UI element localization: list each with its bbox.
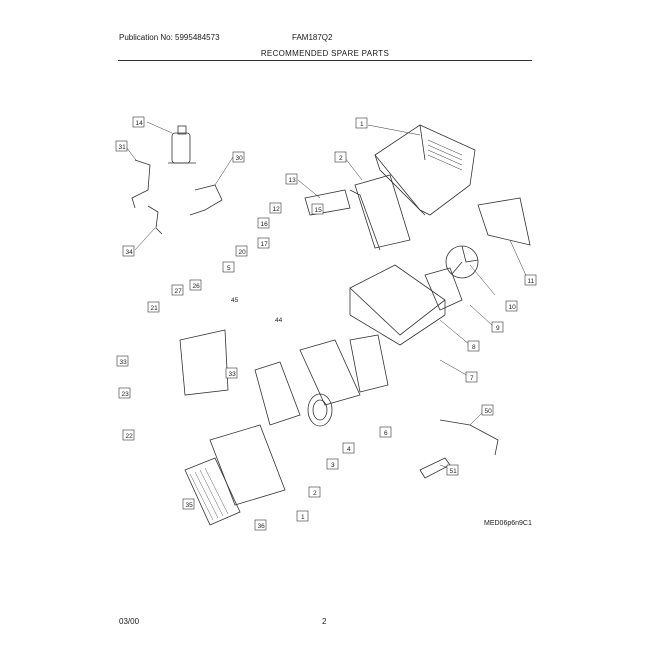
model-number: FAM187Q2	[292, 33, 333, 42]
control-panel-part	[254, 361, 301, 426]
callout-label: 23	[122, 391, 130, 398]
callout-label: 21	[151, 305, 159, 312]
callout-label: 15	[315, 207, 323, 214]
callout-label: 17	[261, 241, 269, 248]
callout-label: 20	[239, 249, 247, 256]
cabinet-part	[374, 124, 476, 216]
header-rule	[118, 60, 532, 61]
callout-label: 11	[528, 278, 535, 285]
publication-number: Publication No: 5995484573	[119, 33, 220, 42]
callout-label: 22	[126, 433, 134, 440]
capillary-tube-part	[147, 205, 163, 235]
callout-label: 30	[236, 155, 244, 162]
top-panel-part	[304, 189, 351, 216]
power-cord-part	[439, 419, 499, 456]
callout-label: 14	[136, 120, 144, 127]
callout-label: 3	[331, 462, 335, 469]
front-panel-part	[209, 424, 286, 506]
compressor-part	[168, 125, 196, 164]
fan-motor-part	[424, 267, 463, 311]
suction-tube-part	[189, 184, 223, 216]
art-code: MED06p6n9C1	[484, 520, 532, 527]
callout-label: 12	[273, 206, 281, 213]
callout-label: 26	[193, 283, 201, 290]
callout-label: 4	[347, 446, 351, 453]
callout-label: 1	[301, 514, 305, 521]
blower-housing-part	[349, 334, 389, 393]
fan-shroud-part	[477, 197, 531, 246]
callout-label: 51	[450, 468, 458, 475]
footer-date: 03/00	[119, 617, 140, 626]
callout-label: 33	[229, 371, 237, 378]
callout-label: 44	[275, 317, 283, 324]
page-title: RECOMMENDED SPARE PARTS	[260, 49, 390, 58]
callout-label: 5	[227, 265, 231, 272]
callout-label: 50	[485, 408, 493, 415]
callout-label: 45	[231, 297, 239, 304]
callout-label: 9	[496, 325, 500, 332]
evaporator-part	[179, 329, 229, 396]
condenser-coil-part	[349, 174, 411, 251]
callout-label: 31	[119, 144, 127, 151]
callout-label: 6	[384, 430, 388, 437]
blower-wheel-part	[307, 393, 333, 427]
discharge-tube-part	[131, 159, 151, 209]
callout-label: 7	[470, 375, 474, 382]
front-grille-part	[184, 457, 241, 526]
callout-label: 36	[258, 523, 266, 530]
callout-label: 10	[509, 304, 517, 311]
callout-label: 34	[126, 249, 134, 256]
control-knob-part	[419, 457, 451, 479]
condenser-fan-part	[445, 245, 479, 279]
callout-label: 2	[313, 490, 317, 497]
base-pan-part	[349, 264, 446, 346]
callout-label: 16	[261, 221, 269, 228]
callout-label: 33	[120, 359, 128, 366]
callout-label: 2	[339, 155, 343, 162]
page-number: 2	[322, 617, 327, 626]
callout-label: 13	[289, 177, 297, 184]
callout-label: 1	[360, 121, 364, 128]
partition-part	[299, 339, 361, 406]
callout-label: 8	[472, 344, 476, 351]
callout-label: 27	[175, 288, 183, 295]
callout-label: 35	[186, 502, 194, 509]
